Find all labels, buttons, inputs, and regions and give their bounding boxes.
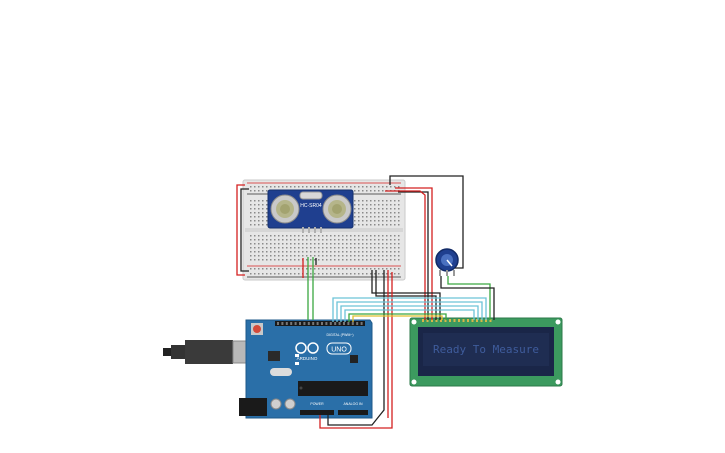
power-label: POWER [310, 402, 324, 406]
lcd-text: Ready To Measure [433, 343, 539, 356]
usb-chip [268, 351, 280, 361]
power-jack [239, 398, 267, 416]
potentiometer[interactable] [435, 248, 459, 276]
reset-button[interactable] [253, 325, 261, 333]
sensor-label: HC-SR04 [300, 203, 322, 209]
arduino-model: UNO [331, 347, 347, 354]
crystal [270, 368, 292, 376]
digital-label: DIGITAL (PWM~) [326, 333, 353, 337]
usb-plug [163, 348, 171, 356]
arduino-logo-text: ARDUINO [297, 356, 318, 361]
arduino-uno[interactable]: ARDUINO UNO DIGITAL (PWM~) POWER ANALOG … [163, 319, 373, 419]
usb-cable [185, 340, 233, 364]
arduino-logo-icon [295, 342, 307, 354]
lcd-display[interactable]: Ready To Measure [409, 317, 563, 387]
ultrasonic-sensor[interactable]: HC-SR04 [267, 189, 354, 233]
atmega-chip [298, 381, 368, 396]
wires[interactable] [236, 175, 495, 429]
analog-label: ANALOG IN [343, 402, 363, 406]
